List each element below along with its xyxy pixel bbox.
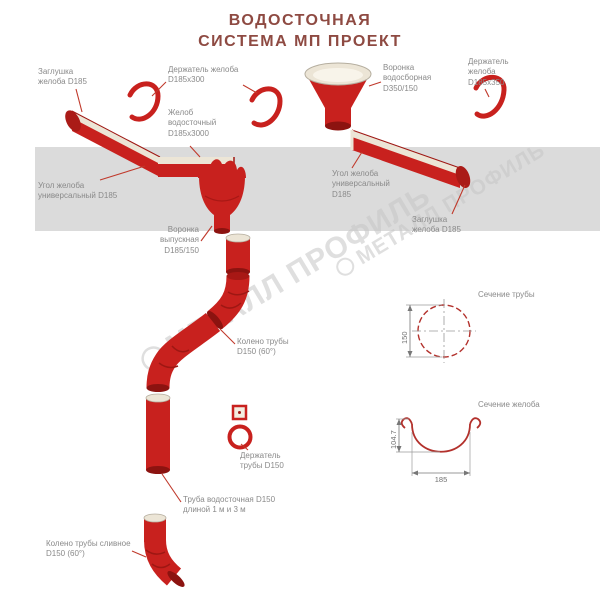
label-downpipe: Труба водосточная D150 длиной 1 м и 3 м bbox=[183, 495, 276, 515]
leader-line bbox=[368, 81, 382, 87]
pipe-section-title: Сечение трубы bbox=[478, 290, 535, 299]
gutter-section-title: Сечение желоба bbox=[478, 400, 540, 409]
downpipe-vertical bbox=[145, 393, 171, 474]
leader-line bbox=[75, 88, 83, 113]
dim-gutter-width: 185 bbox=[434, 475, 448, 484]
label-end-cap-left: Заглушка желоба D185 bbox=[38, 67, 87, 87]
leader-line bbox=[131, 550, 147, 558]
leader-line bbox=[242, 84, 258, 94]
drain-elbow bbox=[143, 513, 185, 587]
label-gutter-holder-left: Держатель желоба D185х300 bbox=[168, 65, 239, 85]
roof-band bbox=[35, 147, 600, 231]
gutter-hook-right bbox=[473, 74, 507, 119]
label-collector-funnel: Воронка водосборная D350/150 bbox=[383, 63, 432, 93]
leader-line bbox=[200, 225, 213, 242]
leader-line bbox=[219, 328, 236, 345]
leader-line bbox=[351, 151, 363, 169]
leader-line bbox=[240, 443, 249, 451]
dim-pipe-diameter: 150 bbox=[400, 331, 409, 344]
pipe-elbow-lower bbox=[146, 312, 221, 392]
leader-line bbox=[451, 184, 466, 215]
leader-line bbox=[151, 81, 167, 97]
page-title-line1: ВОДОСТОЧНАЯ bbox=[228, 12, 372, 29]
label-end-cap-right: Заглушка желоба D185 bbox=[412, 215, 461, 235]
pipe-holder-item bbox=[227, 404, 253, 450]
gutter-left-run bbox=[65, 110, 161, 177]
gutter-hook-mounted bbox=[127, 81, 161, 122]
leader-line bbox=[189, 145, 201, 158]
leader-line bbox=[161, 473, 182, 503]
pipe-elbow-upper bbox=[206, 272, 250, 330]
page-title-line2: СИСТЕМА МП ПРОЕКТ bbox=[198, 32, 402, 50]
gutter-hook-item bbox=[249, 86, 283, 128]
label-drain-elbow: Колено трубы сливное D150 (60°) bbox=[46, 539, 131, 559]
label-outlet-funnel: Воронка выпускная D185/150 bbox=[160, 225, 199, 255]
leader-lines bbox=[75, 81, 490, 558]
leader-line bbox=[99, 165, 146, 181]
label-gutter-holder-right: Держатель желоба D185х350 bbox=[468, 57, 509, 87]
gutter-end-cap-right bbox=[455, 165, 471, 189]
outlet-funnel bbox=[198, 159, 246, 234]
page-title: ВОДОСТОЧНАЯ СИСТЕМА МП ПРОЕКТ bbox=[0, 11, 600, 53]
label-gutter-corner-right: Угол желоба универсальный D185 bbox=[332, 169, 390, 199]
dim-gutter-height: 104.7 bbox=[389, 430, 398, 449]
pipe-upper-stub bbox=[225, 233, 251, 276]
label-pipe-elbow: Колено трубы D150 (60°) bbox=[237, 337, 289, 357]
watermark-logo-icon bbox=[336, 257, 355, 276]
gutter-cross-section bbox=[396, 417, 482, 476]
collector-funnel bbox=[304, 62, 372, 131]
pipe-cross-section bbox=[406, 299, 476, 363]
gutter-right-run bbox=[350, 129, 471, 189]
leader-line bbox=[484, 88, 490, 98]
label-gutter: Желоб водосточный D185х3000 bbox=[168, 108, 217, 138]
label-gutter-corner-left: Угол желоба универсальный D185 bbox=[38, 181, 118, 201]
label-pipe-holder: Держатель трубы D150 bbox=[240, 451, 284, 471]
gutter-end-cap-left bbox=[65, 110, 81, 132]
